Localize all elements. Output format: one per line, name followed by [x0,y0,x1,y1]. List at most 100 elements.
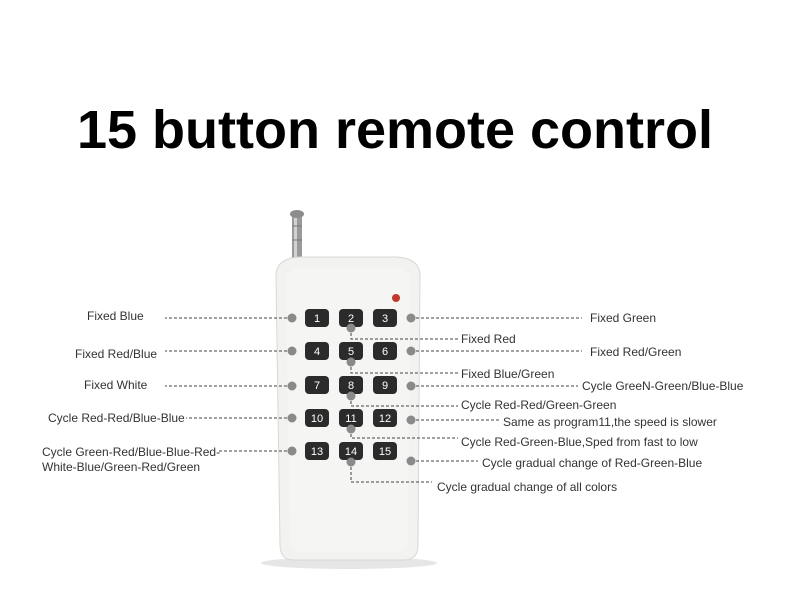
callout-label: Fixed Red/Green [590,345,681,359]
callout-key-3: Fixed Green [406,311,656,325]
anchor-dot [287,313,297,323]
page-title: 15 button remote control [76,100,714,160]
key-1-label: 1 [314,313,320,325]
callout-key-7: Fixed White [84,378,297,392]
key-8-label: 8 [348,380,354,392]
callout-label: Fixed Red/Blue [75,347,157,361]
key-8[interactable]: 8 [339,376,363,394]
callout-key-4: Fixed Red/Blue [75,346,297,361]
callout-label: Fixed Green [590,311,656,325]
key-13[interactable]: 13 [305,442,329,460]
key-2-cap [339,309,363,327]
anchor-dot [287,413,297,423]
callout-key-8: Cycle Red-Red/Green-Green [346,391,616,412]
callout-key-6: Fixed Red/Green [406,345,681,359]
callout-label: Fixed White [84,378,148,392]
anchor-dot [287,346,297,356]
key-9-cap [373,376,397,394]
leader-line [350,396,458,407]
anchor-dot [346,323,356,333]
key-12-cap [373,409,397,427]
key-11-cap [339,409,363,427]
callout-key-13: Cycle Green-Red/Blue-Blue-Red-White-Blue… [42,445,297,474]
anchor-dot [406,415,416,425]
key-3-label: 3 [382,313,388,325]
callout-label: Cycle Green-Red/Blue-Blue-Red- [42,445,220,459]
callout-label: Cycle gradual change of all colors [437,480,617,494]
key-10-cap [305,409,329,427]
key-9-label: 9 [382,380,388,392]
key-6-label: 6 [382,346,388,358]
callout-key-9: Cycle GreeN-Green/Blue-Blue [406,379,744,393]
anchor-dot [287,446,297,456]
anchor-dot [346,357,356,367]
key-1-cap [305,309,329,327]
key-12-label: 12 [379,413,391,425]
leader-line [350,328,458,340]
leader-line [350,462,432,483]
key-5-cap [339,342,363,360]
key-10-label: 10 [311,413,323,425]
key-10[interactable]: 10 [305,409,329,427]
callout-label: White-Blue/Green-Red/Green [42,460,200,474]
callout-label: Cycle gradual change of Red-Green-Blue [482,456,702,470]
callout-label: Cycle Red-Green-Blue,Sped from fast to l… [461,435,698,449]
key-13-label: 13 [311,446,323,458]
callout-key-11: Cycle Red-Green-Blue,Sped from fast to l… [346,424,698,449]
key-2[interactable]: 2 [339,309,363,327]
key-1[interactable]: 1 [305,309,329,327]
callout-label: Same as program11,the speed is slower [503,415,717,429]
callout-label: Fixed Blue [87,309,144,323]
key-15-cap [373,442,397,460]
key-5[interactable]: 5 [339,342,363,360]
key-14-label: 14 [345,446,357,458]
callout-key-2: Fixed Red [346,323,516,346]
anchor-dot [406,313,416,323]
callout-label: Cycle Red-Red/Green-Green [461,398,616,412]
key-4-cap [305,342,329,360]
key-14[interactable]: 14 [339,442,363,460]
leader-line [350,362,458,374]
anchor-dot [287,381,297,391]
callout-key-12: Same as program11,the speed is slower [406,415,717,429]
key-13-cap [305,442,329,460]
key-11[interactable]: 11 [339,409,363,427]
anchor-dot [406,346,416,356]
key-15[interactable]: 15 [373,442,397,460]
key-5-label: 5 [348,346,354,358]
anchor-dot [406,456,416,466]
callout-key-5: Fixed Blue/Green [346,357,554,381]
key-2-label: 2 [348,313,354,325]
anchor-dot [346,391,356,401]
key-4-label: 4 [314,346,320,358]
callout-label: Fixed Red [461,332,516,346]
key-9[interactable]: 9 [373,376,397,394]
callout-label: Cycle Red-Red/Blue-Blue [48,411,185,425]
key-12[interactable]: 12 [373,409,397,427]
key-3-cap [373,309,397,327]
anchor-dot [346,424,356,434]
key-7-label: 7 [314,380,320,392]
key-7[interactable]: 7 [305,376,329,394]
callout-label: Fixed Blue/Green [461,367,554,381]
key-7-cap [305,376,329,394]
key-14-cap [339,442,363,460]
callout-key-15: Cycle gradual change of Red-Green-Blue [406,456,702,470]
key-6-cap [373,342,397,360]
key-15-label: 15 [379,446,391,458]
anchor-dot [406,381,416,391]
callout-key-14: Cycle gradual change of all colors [346,457,617,494]
key-6[interactable]: 6 [373,342,397,360]
antenna [290,210,304,262]
callout-key-10: Cycle Red-Red/Blue-Blue [48,411,297,425]
key-4[interactable]: 4 [305,342,329,360]
anchor-dot [346,457,356,467]
callout-key-1: Fixed Blue [87,309,297,323]
callout-label: Cycle GreeN-Green/Blue-Blue [582,379,744,393]
key-3[interactable]: 3 [373,309,397,327]
indicator-led [392,294,400,302]
